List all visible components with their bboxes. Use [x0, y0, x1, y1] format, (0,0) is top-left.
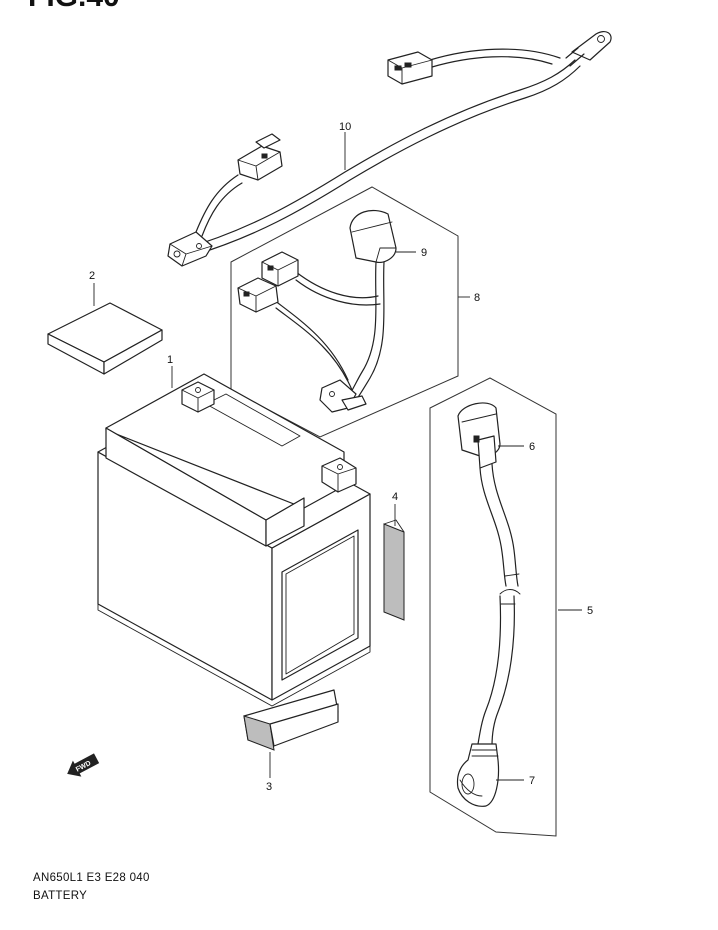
- battery-pad: [47, 302, 163, 375]
- sub-harness: [237, 209, 397, 413]
- figure-title: FIG.40: [28, 0, 120, 13]
- battery: [97, 373, 371, 707]
- part-number-5: 5: [587, 605, 593, 617]
- battery-cable: [456, 402, 521, 807]
- section-name-caption: BATTERY: [33, 890, 87, 902]
- part-number-10: 10: [339, 121, 351, 133]
- forward-arrow-label: FWD: [75, 760, 92, 774]
- part-number-7: 7: [529, 775, 535, 787]
- part-number-8: 8: [474, 292, 480, 304]
- part-number-2: 2: [89, 270, 95, 282]
- part-number-4: 4: [392, 491, 398, 503]
- part-number-1: 1: [167, 354, 173, 366]
- callout-leaders: [93, 132, 582, 781]
- part-5-group-frame: [429, 377, 557, 837]
- model-code-caption: AN650L1 E3 E28 040: [33, 872, 150, 884]
- caution-label: [383, 519, 405, 621]
- terminal-label: [243, 689, 339, 751]
- wiring-harness: [167, 30, 612, 267]
- forward-arrow-icon: FWD: [67, 753, 100, 777]
- part-number-3: 3: [266, 781, 272, 793]
- part-number-6: 6: [529, 441, 535, 453]
- part-number-9: 9: [421, 247, 427, 259]
